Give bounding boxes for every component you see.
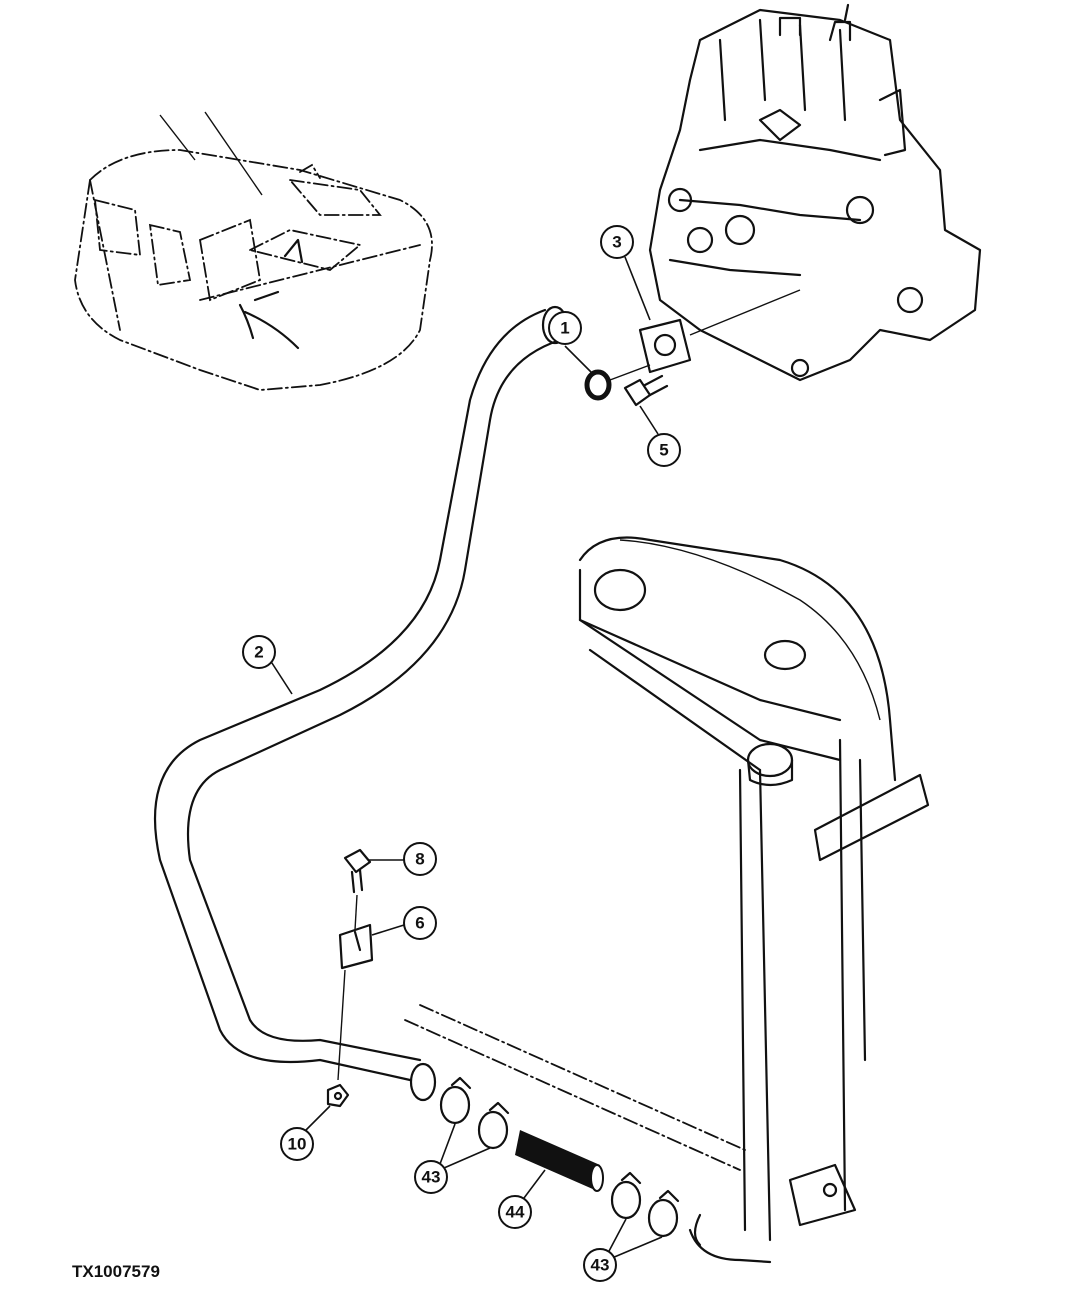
callout-43-upper-label: 43 [422,1168,441,1187]
clip-part-6 [337,923,374,1081]
nut-part-10 [326,1083,350,1108]
callout-44: 44 [498,1169,546,1229]
callout-43-lower-label: 43 [591,1256,610,1275]
hose-clamps-part-43 [439,1076,680,1238]
figure-id: TX1007579 [72,1262,160,1281]
hose-part-44 [515,1130,604,1192]
callout-3-label: 3 [612,233,621,252]
callout-44-label: 44 [506,1203,525,1222]
callout-2-label: 2 [254,643,263,662]
callout-3: 3 [600,225,651,321]
callout-2: 2 [242,635,293,695]
flange-part-3 [638,289,801,374]
callout-8: 8 [368,842,437,876]
control-valve [648,3,982,382]
callout-6-label: 6 [415,914,424,933]
callout-10: 10 [280,1105,331,1161]
cap-screw-part-8 [343,848,372,931]
o-ring-part-1 [584,364,651,401]
callout-5: 5 [639,405,681,467]
callout-8-label: 8 [415,850,424,869]
machine-locator-view [74,111,433,391]
callout-10-label: 10 [288,1135,307,1154]
callout-6: 6 [371,906,437,940]
callout-1: 1 [548,311,593,374]
radiator-assembly [404,536,930,1264]
callout-43-lower: 43 [583,1218,663,1282]
callout-1-label: 1 [560,319,569,338]
pipe-part-2 [153,305,569,1102]
cap-screw-part-5 [623,374,669,407]
callout-5-label: 5 [659,441,668,460]
callout-43-upper: 43 [414,1123,491,1194]
